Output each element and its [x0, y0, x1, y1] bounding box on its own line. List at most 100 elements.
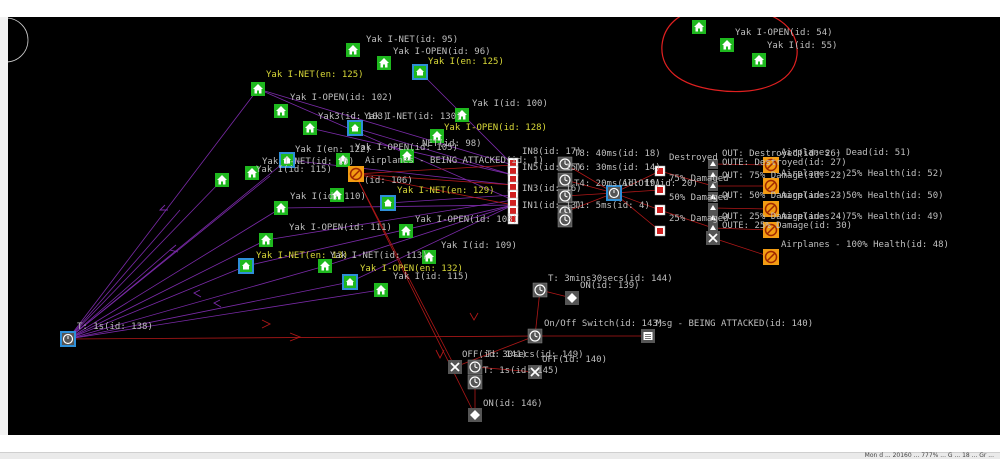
node-label-off-141: OFF(id: 141) [462, 350, 527, 360]
node-label-air-50: Airplanes - 50% Health(id: 50) [781, 191, 944, 201]
damage-chip-icon[interactable] [654, 225, 666, 237]
node-label-yak-open-111: Yak I-OPEN(id: 111) [289, 223, 392, 233]
node-label-out-destroyed2: OUTE: Destroyed(id: 27) [722, 158, 847, 168]
home-node-icon[interactable] [215, 173, 229, 187]
node-label-yak-open-108: Yak I-OPEN(id: 108) [415, 215, 518, 225]
node-label-yak-net-130: Yak I-NET(id: 130) [364, 112, 462, 122]
timer-icon[interactable] [467, 374, 483, 390]
home-node-icon[interactable] [377, 56, 391, 70]
home-node-icon[interactable] [346, 43, 360, 57]
home-node-selected-icon[interactable] [342, 274, 358, 290]
airplane-alert-icon[interactable] [762, 248, 780, 266]
node-label-air-100: Airplanes - 100% Health(id: 48) [781, 240, 949, 250]
node-graph[interactable]: Yak I-NET(id: 95)Yak I-OPEN(id: 96)Yak I… [0, 17, 1000, 435]
node-label-t4: T4: 20ms(id: 19) [574, 179, 661, 189]
node-label-yak-net-en-125: Yak I-NET(en: 125) [266, 70, 364, 80]
node-label-yak-en-125a: Yak I(en: 125) [428, 57, 504, 67]
home-node-icon[interactable] [303, 121, 317, 135]
airplane-alert-icon[interactable] [347, 165, 365, 183]
node-label-msg-attacked: Msg - BEING ATTACKED(id: 140) [656, 319, 813, 329]
node-label-out-50: OUT: 50% Damage(id: 23) [722, 191, 847, 201]
node-label-off-140: OFF(id: 140) [542, 355, 607, 365]
node-label-out-destroyed: OUT: Destroyed(id: 26) [722, 149, 841, 159]
home-node-icon[interactable] [274, 104, 288, 118]
node-label-air-25: Airplanes - 25% Health(id: 52) [781, 169, 944, 179]
timer-icon[interactable] [532, 282, 548, 298]
node-label-yak-open-102: Yak I-OPEN(id: 102) [290, 93, 393, 103]
node-label-t6: T6: 30ms(id: 14) [574, 163, 661, 173]
node-label-air-75: Airplanes - 75% Health(id: 49) [781, 212, 944, 222]
home-node-icon[interactable] [720, 38, 734, 52]
node-label-yak-open-132: Yak I-OPEN(en: 132) [360, 264, 463, 274]
node-label-yak-open-96: Yak I-OPEN(id: 96) [393, 47, 491, 57]
node-label-alloff: AllOff(id: 20) [622, 179, 698, 189]
diagram-canvas[interactable]: Yak I-NET(id: 95)Yak I-OPEN(id: 96)Yak I… [0, 17, 1000, 435]
node-label-yak-55: Yak I(id: 55) [767, 41, 837, 51]
timer-icon[interactable] [557, 212, 573, 228]
node-label-airplanes-attacked: Airplanes - BEING ATTACKED(id: 1) [365, 156, 544, 166]
node-label-yak-100: Yak I(id: 100) [472, 99, 548, 109]
node-label-t8: T8: 40ms(id: 18) [574, 149, 661, 159]
node-label-air-dead: Airplanes - Dead(id: 51) [781, 148, 911, 158]
home-node-selected-icon[interactable] [347, 120, 363, 136]
node-label-t1: T1: 5ms(id: 4) [574, 201, 650, 211]
node-label-in8: IN8(id: 17) [522, 147, 582, 157]
node-label-yak-103: Yak3(id: 103) [318, 112, 388, 122]
off-switch-icon[interactable] [447, 359, 463, 375]
home-node-icon[interactable] [251, 82, 265, 96]
node-label-in1: IN1(id: 13) [522, 201, 582, 211]
node-label-onoff-switch: On/Off Switch(id: 143) [544, 319, 663, 329]
node-label-out-25a: OUT: 25% Damage(id: 24) [722, 212, 847, 222]
node-label-yak-net-113: Yak I-NET(id: 113) [330, 251, 428, 261]
home-node-icon[interactable] [374, 283, 388, 297]
node-label-yak-net-95: Yak I-NET(id: 95) [366, 35, 458, 45]
message-icon[interactable] [640, 328, 656, 344]
home-node-icon[interactable] [692, 20, 706, 34]
left-edge-strip [0, 17, 8, 435]
home-node-selected-icon[interactable] [412, 64, 428, 80]
home-node-icon[interactable] [274, 201, 288, 215]
node-label-out-75: OUT: 75% Damage(id: 22) [722, 171, 847, 181]
timer-icon[interactable] [467, 359, 483, 375]
link-arrowheads [158, 204, 479, 360]
red-links [67, 163, 772, 416]
node-label-dmg75: 75% Damaged [669, 174, 729, 184]
node-label-yak-open-105: Yak I-OPEN(id: 105) [355, 143, 458, 153]
top-toolbar [0, 0, 1000, 17]
node-label-t-30secs: T: 30secs(id: 149) [486, 350, 584, 360]
home-node-selected-icon[interactable] [238, 258, 254, 274]
red-annotation-circle [661, 17, 798, 93]
node-label-yak-net-16: Yak I-NET(id: 16) [262, 157, 354, 167]
home-node-selected-icon[interactable] [380, 195, 396, 211]
on-switch-icon[interactable] [468, 408, 482, 422]
node-label-yak-115: Yak I(id: 115) [393, 272, 469, 282]
home-node-icon[interactable] [752, 53, 766, 67]
output-x-icon[interactable] [705, 230, 721, 246]
node-label-yak-net-13: Yak I-NET(en: 13) [256, 251, 348, 261]
node-label-in5: IN5(id: 15) [522, 163, 582, 173]
node-label-id-106: (id: 106) [364, 176, 413, 186]
node-label-on-146: ON(id: 146) [483, 399, 543, 409]
root-timer-icon[interactable] [59, 330, 77, 348]
node-label-destroyed: Destroyed [669, 153, 718, 163]
node-label-t-1s-138: T: 1s(id: 138) [77, 322, 153, 332]
node-label-yak-109: Yak I(id: 109) [441, 241, 517, 251]
node-label-yak-open-128: Yak I-OPEN(id: 128) [444, 123, 547, 133]
node-label-yak-open-54: Yak I-OPEN(id: 54) [735, 28, 833, 38]
home-node-icon[interactable] [399, 224, 413, 238]
node-label-t-1s-145: T: 1s(id: 145) [483, 366, 559, 376]
status-bar: Mon d ... 20160 ... 777% ... G ... 18 ..… [0, 452, 1000, 459]
onoff-switch-icon[interactable] [527, 328, 543, 344]
on-switch-icon[interactable] [565, 291, 579, 305]
node-label-in3: IN3(id: 16) [522, 184, 582, 194]
node-label-on-139: ON(id: 139) [580, 281, 640, 291]
node-label-dmg50: 50% Damaged [669, 193, 729, 203]
damage-chip-icon[interactable] [654, 204, 666, 216]
output-arrow-icon[interactable] [708, 203, 718, 213]
home-node-icon[interactable] [318, 259, 332, 273]
node-label-yak-110: Yak I(id: 110) [290, 192, 366, 202]
node-label-yak-115b: Yak I(id: 115) [256, 165, 332, 175]
node-label-yak-net-129: Yak I-NET(en: 129) [397, 186, 495, 196]
home-node-icon[interactable] [259, 233, 273, 247]
status-text: Mon d ... 20160 ... 777% ... G ... 18 ..… [864, 452, 994, 459]
